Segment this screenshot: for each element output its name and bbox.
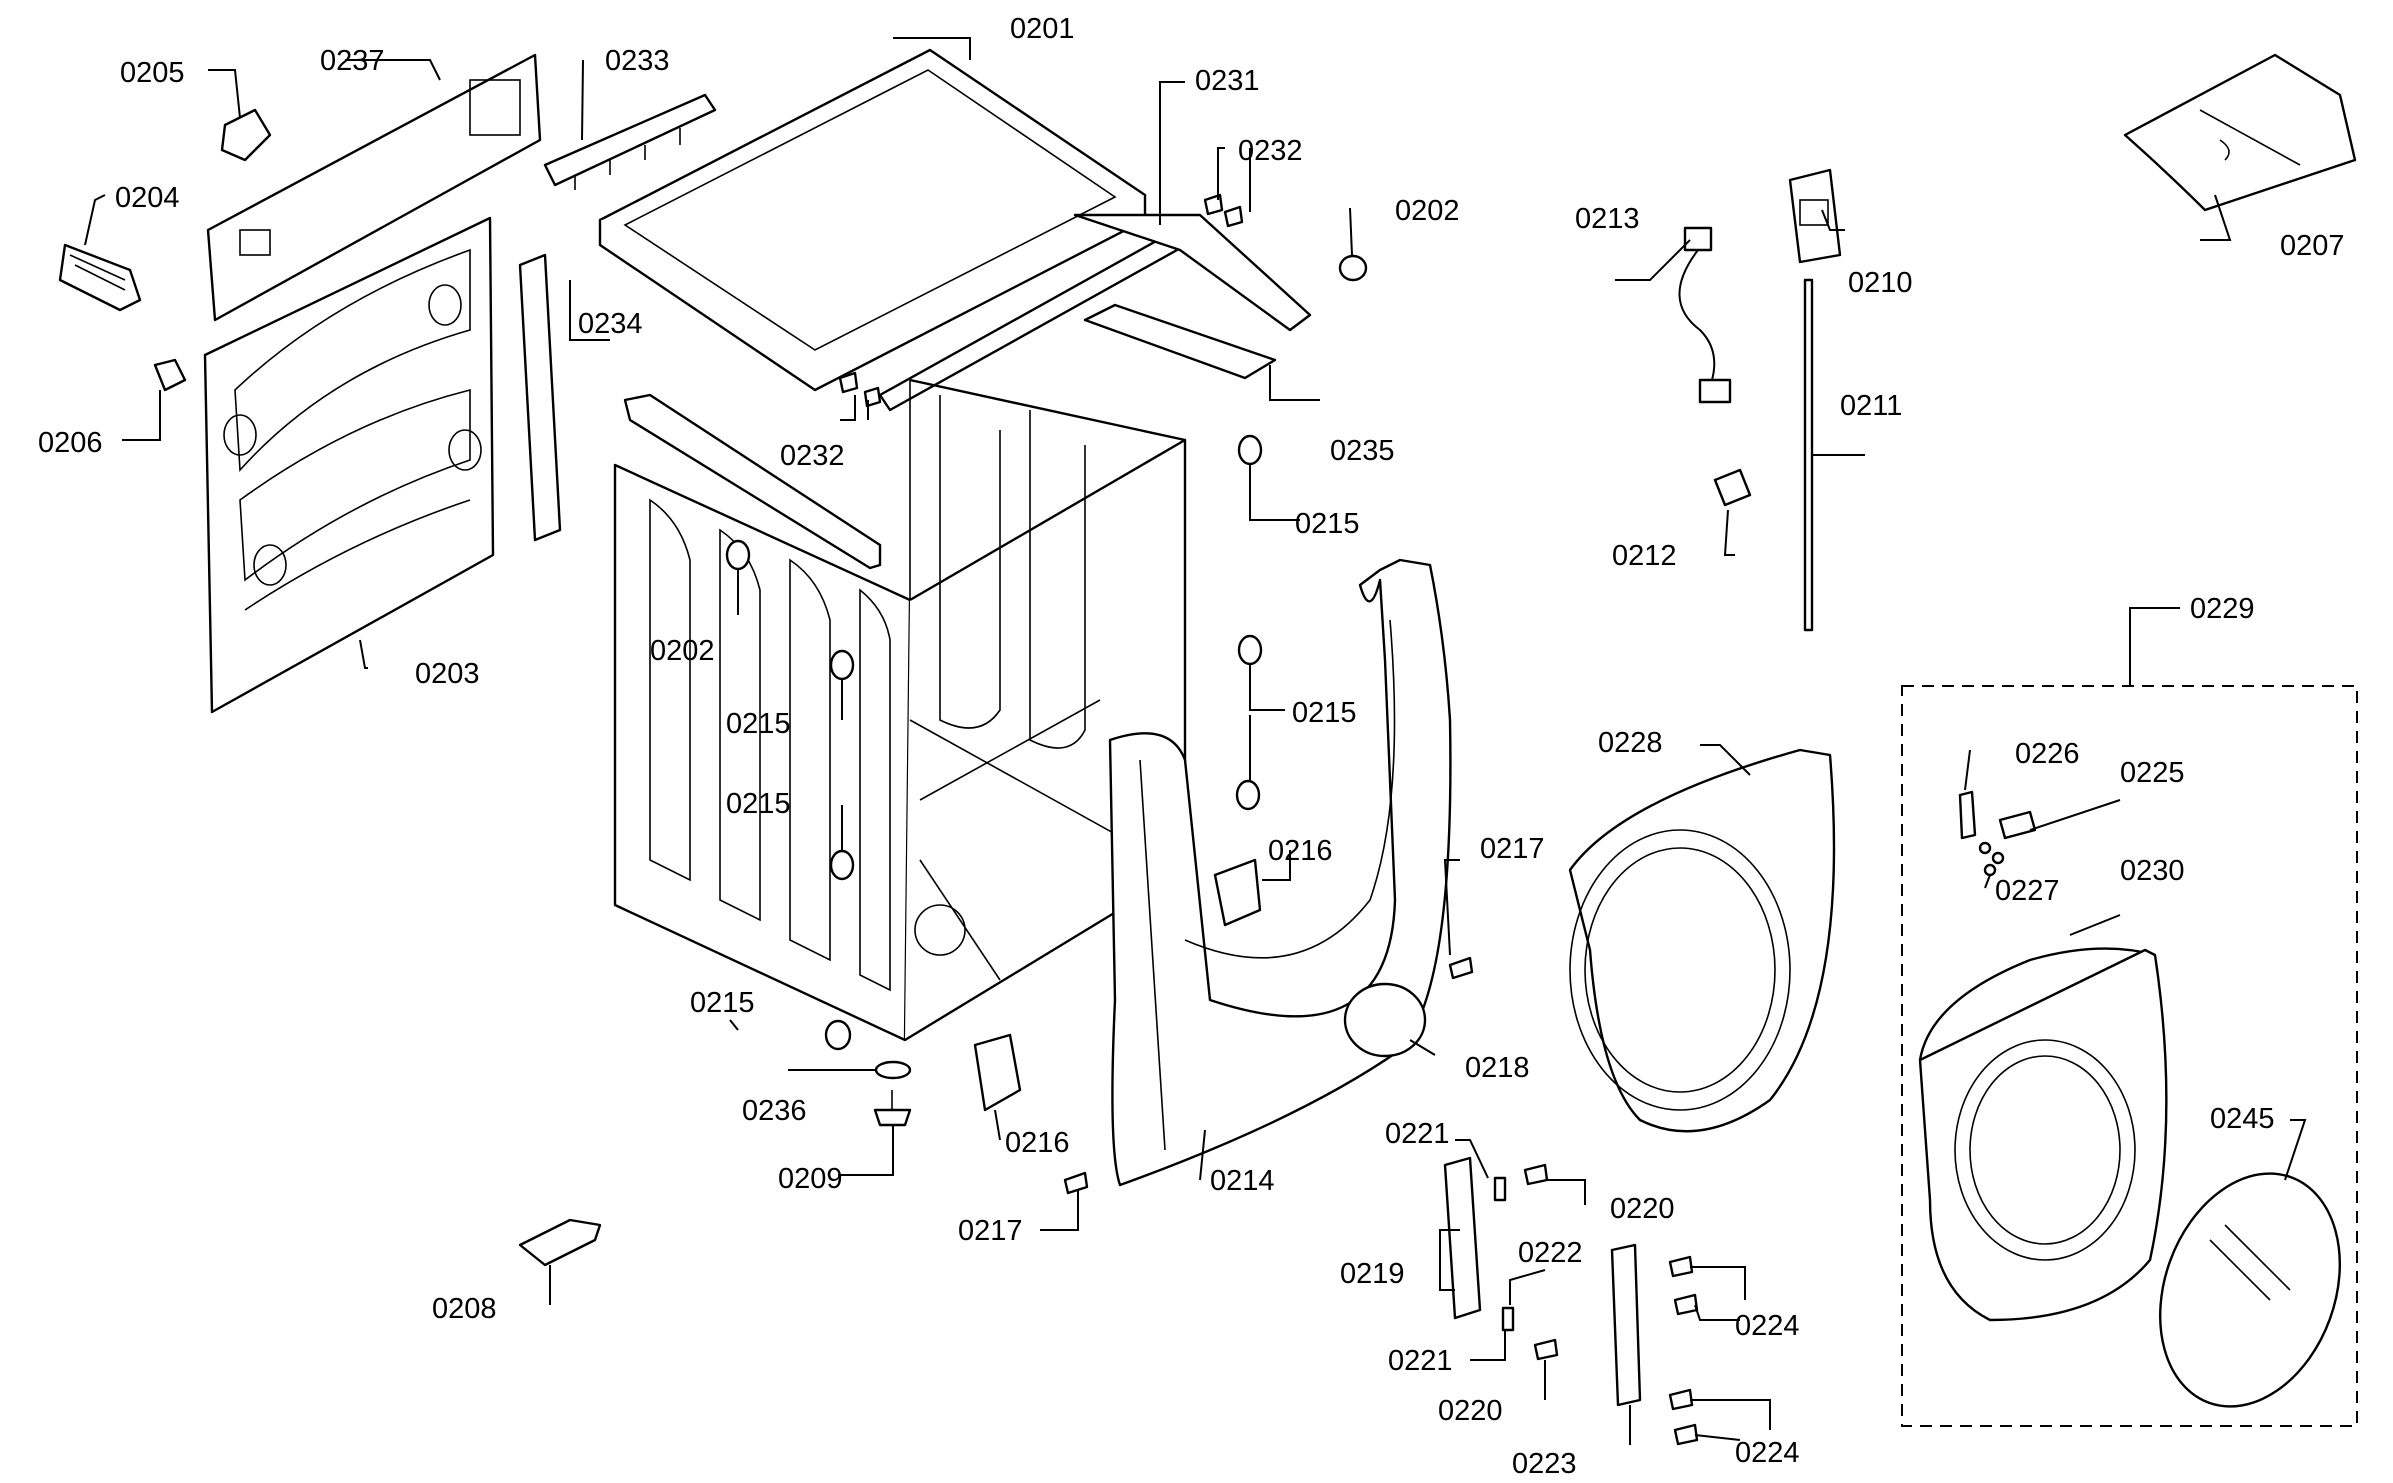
label-0202-mid: 0202	[650, 635, 715, 667]
label-0232-mid: 0232	[780, 440, 845, 472]
door-ring-0228	[1568, 748, 1836, 1133]
rear-bracket-0237	[206, 53, 542, 322]
screws-0227	[1978, 841, 2005, 877]
label-0216-bottom: 0216	[1005, 1127, 1070, 1159]
wire-harness-0213	[1678, 226, 1732, 404]
top-cover-0201	[598, 48, 1147, 392]
grommets-0215	[725, 434, 1263, 1051]
label-0229: 0229	[2190, 593, 2255, 625]
cover-0218	[1343, 982, 1427, 1058]
label-0234: 0234	[578, 308, 643, 340]
screw-0224a	[1668, 1255, 1694, 1278]
label-0220-top: 0220	[1610, 1193, 1675, 1225]
accessory-bag-0207	[2123, 53, 2357, 212]
door-glass-0245	[2158, 1172, 2342, 1408]
label-0214: 0214	[1210, 1165, 1275, 1197]
rod-0211	[1803, 278, 1814, 632]
screw-0224d	[1673, 1423, 1699, 1446]
label-0225: 0225	[2120, 757, 2185, 789]
label-0218: 0218	[1465, 1052, 1530, 1084]
screw-0217b	[1063, 1171, 1089, 1195]
cabinet-side-panel	[613, 463, 912, 1042]
hinge-0219	[1443, 1156, 1482, 1320]
label-0228: 0228	[1598, 727, 1663, 759]
pin-0221a	[1493, 1176, 1507, 1202]
label-0227: 0227	[1995, 875, 2060, 907]
label-0217-right: 0217	[1480, 833, 1545, 865]
back-panel-0203	[203, 216, 495, 714]
label-0209: 0209	[778, 1163, 843, 1195]
label-0230: 0230	[2120, 855, 2185, 887]
label-0216-right: 0216	[1268, 835, 1333, 867]
label-0213: 0213	[1575, 203, 1640, 235]
screw-0217a	[1448, 956, 1474, 980]
callout-labels: 0201 0205 0237 0233 0231 0232 0204 0202 …	[38, 13, 2345, 1480]
plate-0223	[1610, 1243, 1642, 1407]
foot-0209	[873, 1090, 912, 1127]
rail-0234	[518, 253, 562, 542]
label-0221-bottom: 0221	[1388, 1345, 1453, 1377]
label-0224-top: 0224	[1735, 1310, 1800, 1342]
label-0215-mid-a: 0215	[726, 708, 791, 740]
label-0235: 0235	[1330, 435, 1395, 467]
bracket-0235	[1083, 303, 1277, 380]
label-0245: 0245	[2210, 1103, 2275, 1135]
label-0207: 0207	[2280, 230, 2345, 262]
label-0223: 0223	[1512, 1448, 1577, 1480]
washer-0236	[874, 1060, 912, 1080]
rail-0233	[543, 93, 717, 190]
cabinet-rear-rail	[623, 393, 882, 570]
label-0205: 0205	[120, 57, 185, 89]
interference-filter-0204	[58, 243, 142, 312]
label-0201: 0201	[1010, 13, 1075, 45]
screw-0232b	[1223, 205, 1244, 228]
label-0233: 0233	[605, 45, 670, 77]
screw-0220b	[1533, 1338, 1559, 1361]
door-lock-0210	[1788, 168, 1842, 264]
label-0202-top: 0202	[1395, 195, 1460, 227]
clip-0205	[220, 108, 272, 162]
label-0215-mid-b: 0215	[726, 788, 791, 820]
label-0211: 0211	[1840, 390, 1902, 422]
door-frame-0230	[1918, 947, 2168, 1322]
bracket-0235b	[1073, 213, 1312, 332]
screw-0232c	[838, 371, 859, 394]
label-0203: 0203	[415, 658, 480, 690]
label-0226: 0226	[2015, 738, 2080, 770]
screw-0224c	[1668, 1388, 1694, 1411]
screw-0232a	[1203, 193, 1224, 216]
bracket-0216a	[973, 1033, 1022, 1112]
label-0206: 0206	[38, 427, 103, 459]
label-0231: 0231	[1195, 65, 1260, 97]
label-0215-top-right: 0215	[1295, 508, 1360, 540]
pin-0221b	[1501, 1306, 1515, 1332]
label-0204: 0204	[115, 182, 180, 214]
grommet-0202	[1338, 254, 1368, 282]
label-0210: 0210	[1848, 267, 1913, 299]
label-0221-top: 0221	[1385, 1118, 1450, 1150]
hook-0226	[1958, 790, 1977, 840]
clip-0212	[1713, 468, 1752, 507]
label-0208: 0208	[432, 1293, 497, 1325]
bracket-0208	[518, 1218, 602, 1267]
label-0215-mid-right: 0215	[1292, 697, 1357, 729]
label-0232-top: 0232	[1238, 135, 1303, 167]
screw-0224b	[1673, 1293, 1699, 1316]
label-0220-bottom: 0220	[1438, 1395, 1503, 1427]
leader-lines	[84, 37, 2307, 1445]
bracket-0216b	[1213, 858, 1262, 927]
label-0217-bottom: 0217	[958, 1215, 1023, 1247]
label-0236: 0236	[742, 1095, 807, 1127]
label-0215-bottom: 0215	[690, 987, 755, 1019]
label-0219: 0219	[1340, 1258, 1405, 1290]
spring-0225	[1998, 810, 2037, 840]
label-0224-bottom: 0224	[1735, 1437, 1800, 1469]
screw-0220a	[1523, 1163, 1549, 1186]
label-0237: 0237	[320, 45, 385, 77]
label-0212: 0212	[1612, 540, 1677, 572]
screw-0206	[153, 358, 187, 392]
label-0222: 0222	[1518, 1237, 1583, 1269]
